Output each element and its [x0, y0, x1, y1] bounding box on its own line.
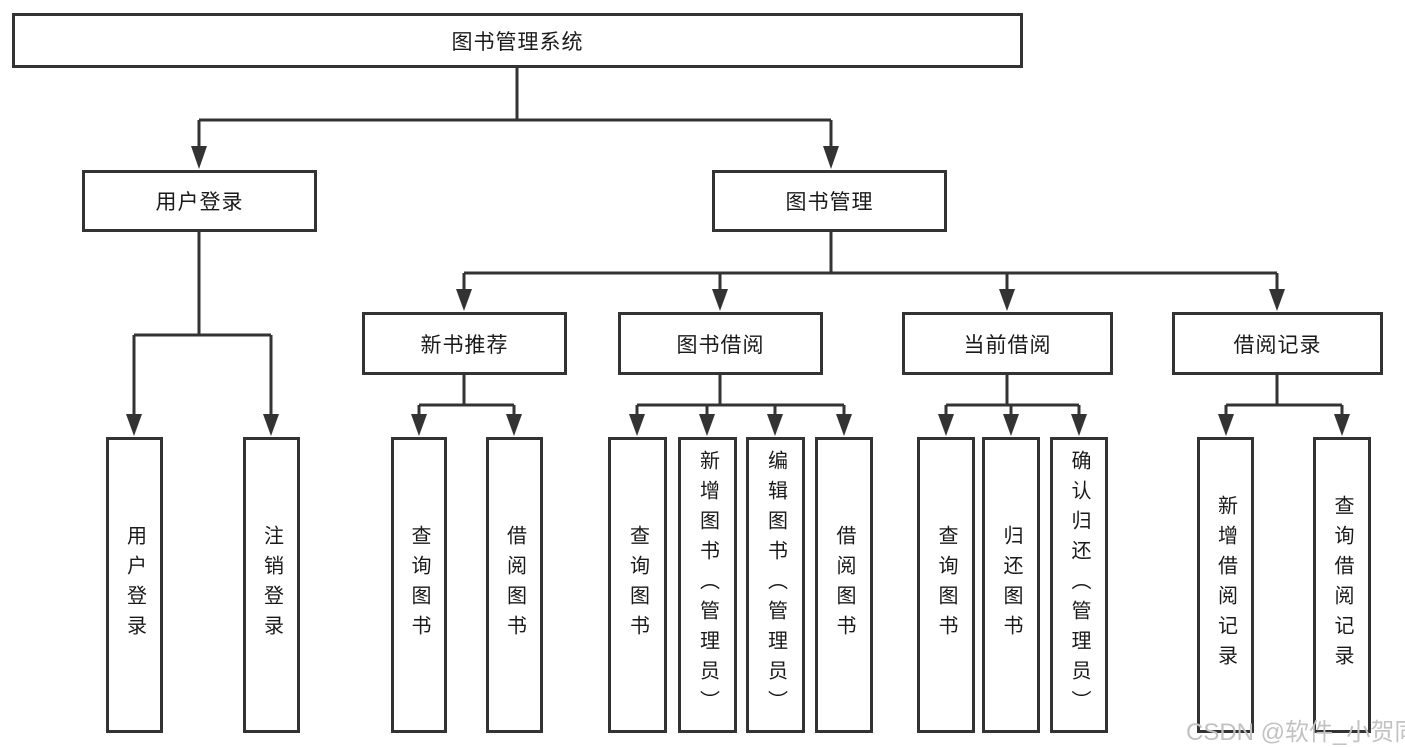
node-current-borrowing: 当前借阅 — [902, 312, 1113, 375]
leaf-borrow-books: 借阅图书 — [815, 437, 873, 733]
leaf-add-borrow-record: 新增借阅记录 — [1197, 437, 1254, 733]
node-book-management: 图书管理 — [712, 170, 947, 232]
leaf-borrow-books-recommend: 借阅图书 — [486, 437, 543, 733]
node-borrowing-records: 借阅记录 — [1172, 312, 1383, 375]
leaf-query-books-recommend: 查询图书 — [391, 437, 447, 733]
leaf-confirm-return-admin: 确认归还（管理员） — [1050, 437, 1108, 733]
leaf-query-books-current: 查询图书 — [917, 437, 975, 733]
leaf-add-books-admin: 新增图书（管理员） — [678, 437, 737, 733]
leaf-query-books-borrow: 查询图书 — [608, 437, 667, 733]
leaf-logout: 注销登录 — [243, 437, 300, 733]
leaf-query-borrow-record: 查询借阅记录 — [1313, 437, 1371, 733]
leaf-user-login: 用户登录 — [106, 437, 163, 733]
node-user-login: 用户登录 — [82, 170, 317, 232]
leaf-return-books: 归还图书 — [982, 437, 1040, 733]
node-library-management-system: 图书管理系统 — [12, 13, 1023, 68]
csdn-watermark: CSDN @软件_小贺同学 — [1186, 719, 1405, 746]
arrowheads — [126, 146, 1350, 436]
node-book-borrowing: 图书借阅 — [618, 312, 823, 375]
leaf-edit-books-admin: 编辑图书（管理员） — [746, 437, 805, 733]
node-new-book-recommendation: 新书推荐 — [362, 312, 567, 375]
